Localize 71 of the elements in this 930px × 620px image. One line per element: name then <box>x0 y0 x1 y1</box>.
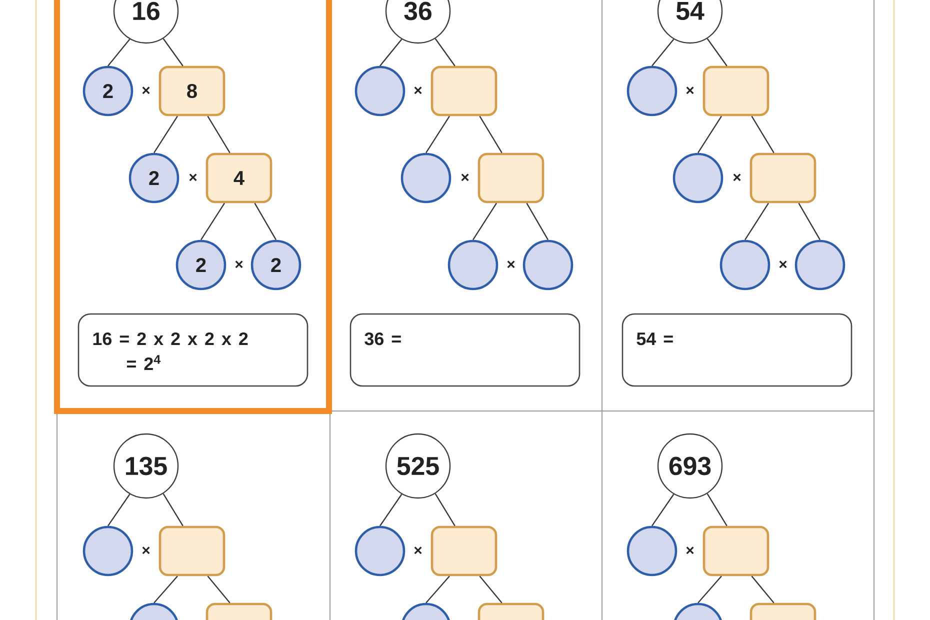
multiplication-sign: × <box>686 86 694 94</box>
branch-line <box>434 493 456 526</box>
branch-line <box>200 202 225 240</box>
multiplication-sign: × <box>142 546 150 554</box>
branch-line <box>479 116 502 154</box>
branch-line <box>207 576 230 604</box>
branch-line <box>698 576 722 604</box>
branch-line <box>154 116 178 154</box>
branch-line <box>751 116 774 154</box>
factor-box <box>478 602 544 620</box>
branch-line <box>526 202 549 240</box>
multiplication-sign: × <box>779 260 787 268</box>
factor-circle <box>400 152 452 204</box>
answer-box: 54 = <box>622 313 852 387</box>
branch-line <box>434 38 456 66</box>
factor-circle <box>522 240 574 290</box>
branch-line <box>706 493 728 526</box>
branch-line <box>479 576 502 604</box>
factor-circle <box>794 240 846 290</box>
branch-line <box>706 38 728 66</box>
branch-line <box>108 38 130 66</box>
factor-circle <box>448 240 498 290</box>
multiplication-sign: × <box>686 546 694 554</box>
branch-line <box>162 493 184 526</box>
branch-line <box>652 494 674 526</box>
multiplication-sign: × <box>235 260 243 268</box>
multiplication-sign: × <box>189 174 197 182</box>
factor-circle <box>82 526 134 576</box>
factor-box: 8 <box>158 66 226 116</box>
factor-box <box>750 602 816 620</box>
factor-box <box>430 526 498 576</box>
multiplication-sign: × <box>142 86 150 94</box>
answer-box: 16 = 2 x 2 x 2 x 2 = 2$^{4}$ <box>78 313 308 387</box>
factor-circle <box>128 602 180 620</box>
multiplication-sign: × <box>461 174 469 182</box>
branch-line <box>798 202 821 240</box>
branch-line <box>751 576 774 604</box>
factor-circle <box>400 602 452 620</box>
factor-box <box>478 152 544 204</box>
factor-box: 4 <box>206 152 272 204</box>
branch-line <box>254 202 277 240</box>
factor-box <box>702 526 770 576</box>
branch-line <box>380 494 402 526</box>
branch-line <box>698 116 722 154</box>
factor-box <box>430 66 498 116</box>
branch-line <box>162 38 184 66</box>
factor-circle <box>672 152 724 204</box>
branch-line <box>154 576 178 604</box>
branch-line <box>426 116 450 154</box>
branch-line <box>744 202 769 240</box>
branch-line <box>652 38 674 66</box>
answer-box: 36 = <box>350 313 580 387</box>
factor-circle <box>354 526 406 576</box>
factor-circle <box>626 526 678 576</box>
branch-line <box>207 116 230 154</box>
multiplication-sign: × <box>414 86 422 94</box>
branch-line <box>380 38 402 66</box>
factor-circle <box>354 66 406 116</box>
multiplication-sign: × <box>733 174 741 182</box>
factor-circle <box>720 240 770 290</box>
factor-box <box>702 66 770 116</box>
branch-line <box>426 576 450 604</box>
factor-circle <box>672 602 724 620</box>
factor-box <box>750 152 816 204</box>
multiplication-sign: × <box>414 546 422 554</box>
factor-box <box>158 526 226 576</box>
branch-line <box>472 202 497 240</box>
factor-box <box>206 602 272 620</box>
multiplication-sign: × <box>507 260 515 268</box>
factor-circle <box>626 66 678 116</box>
branch-line <box>108 494 130 526</box>
